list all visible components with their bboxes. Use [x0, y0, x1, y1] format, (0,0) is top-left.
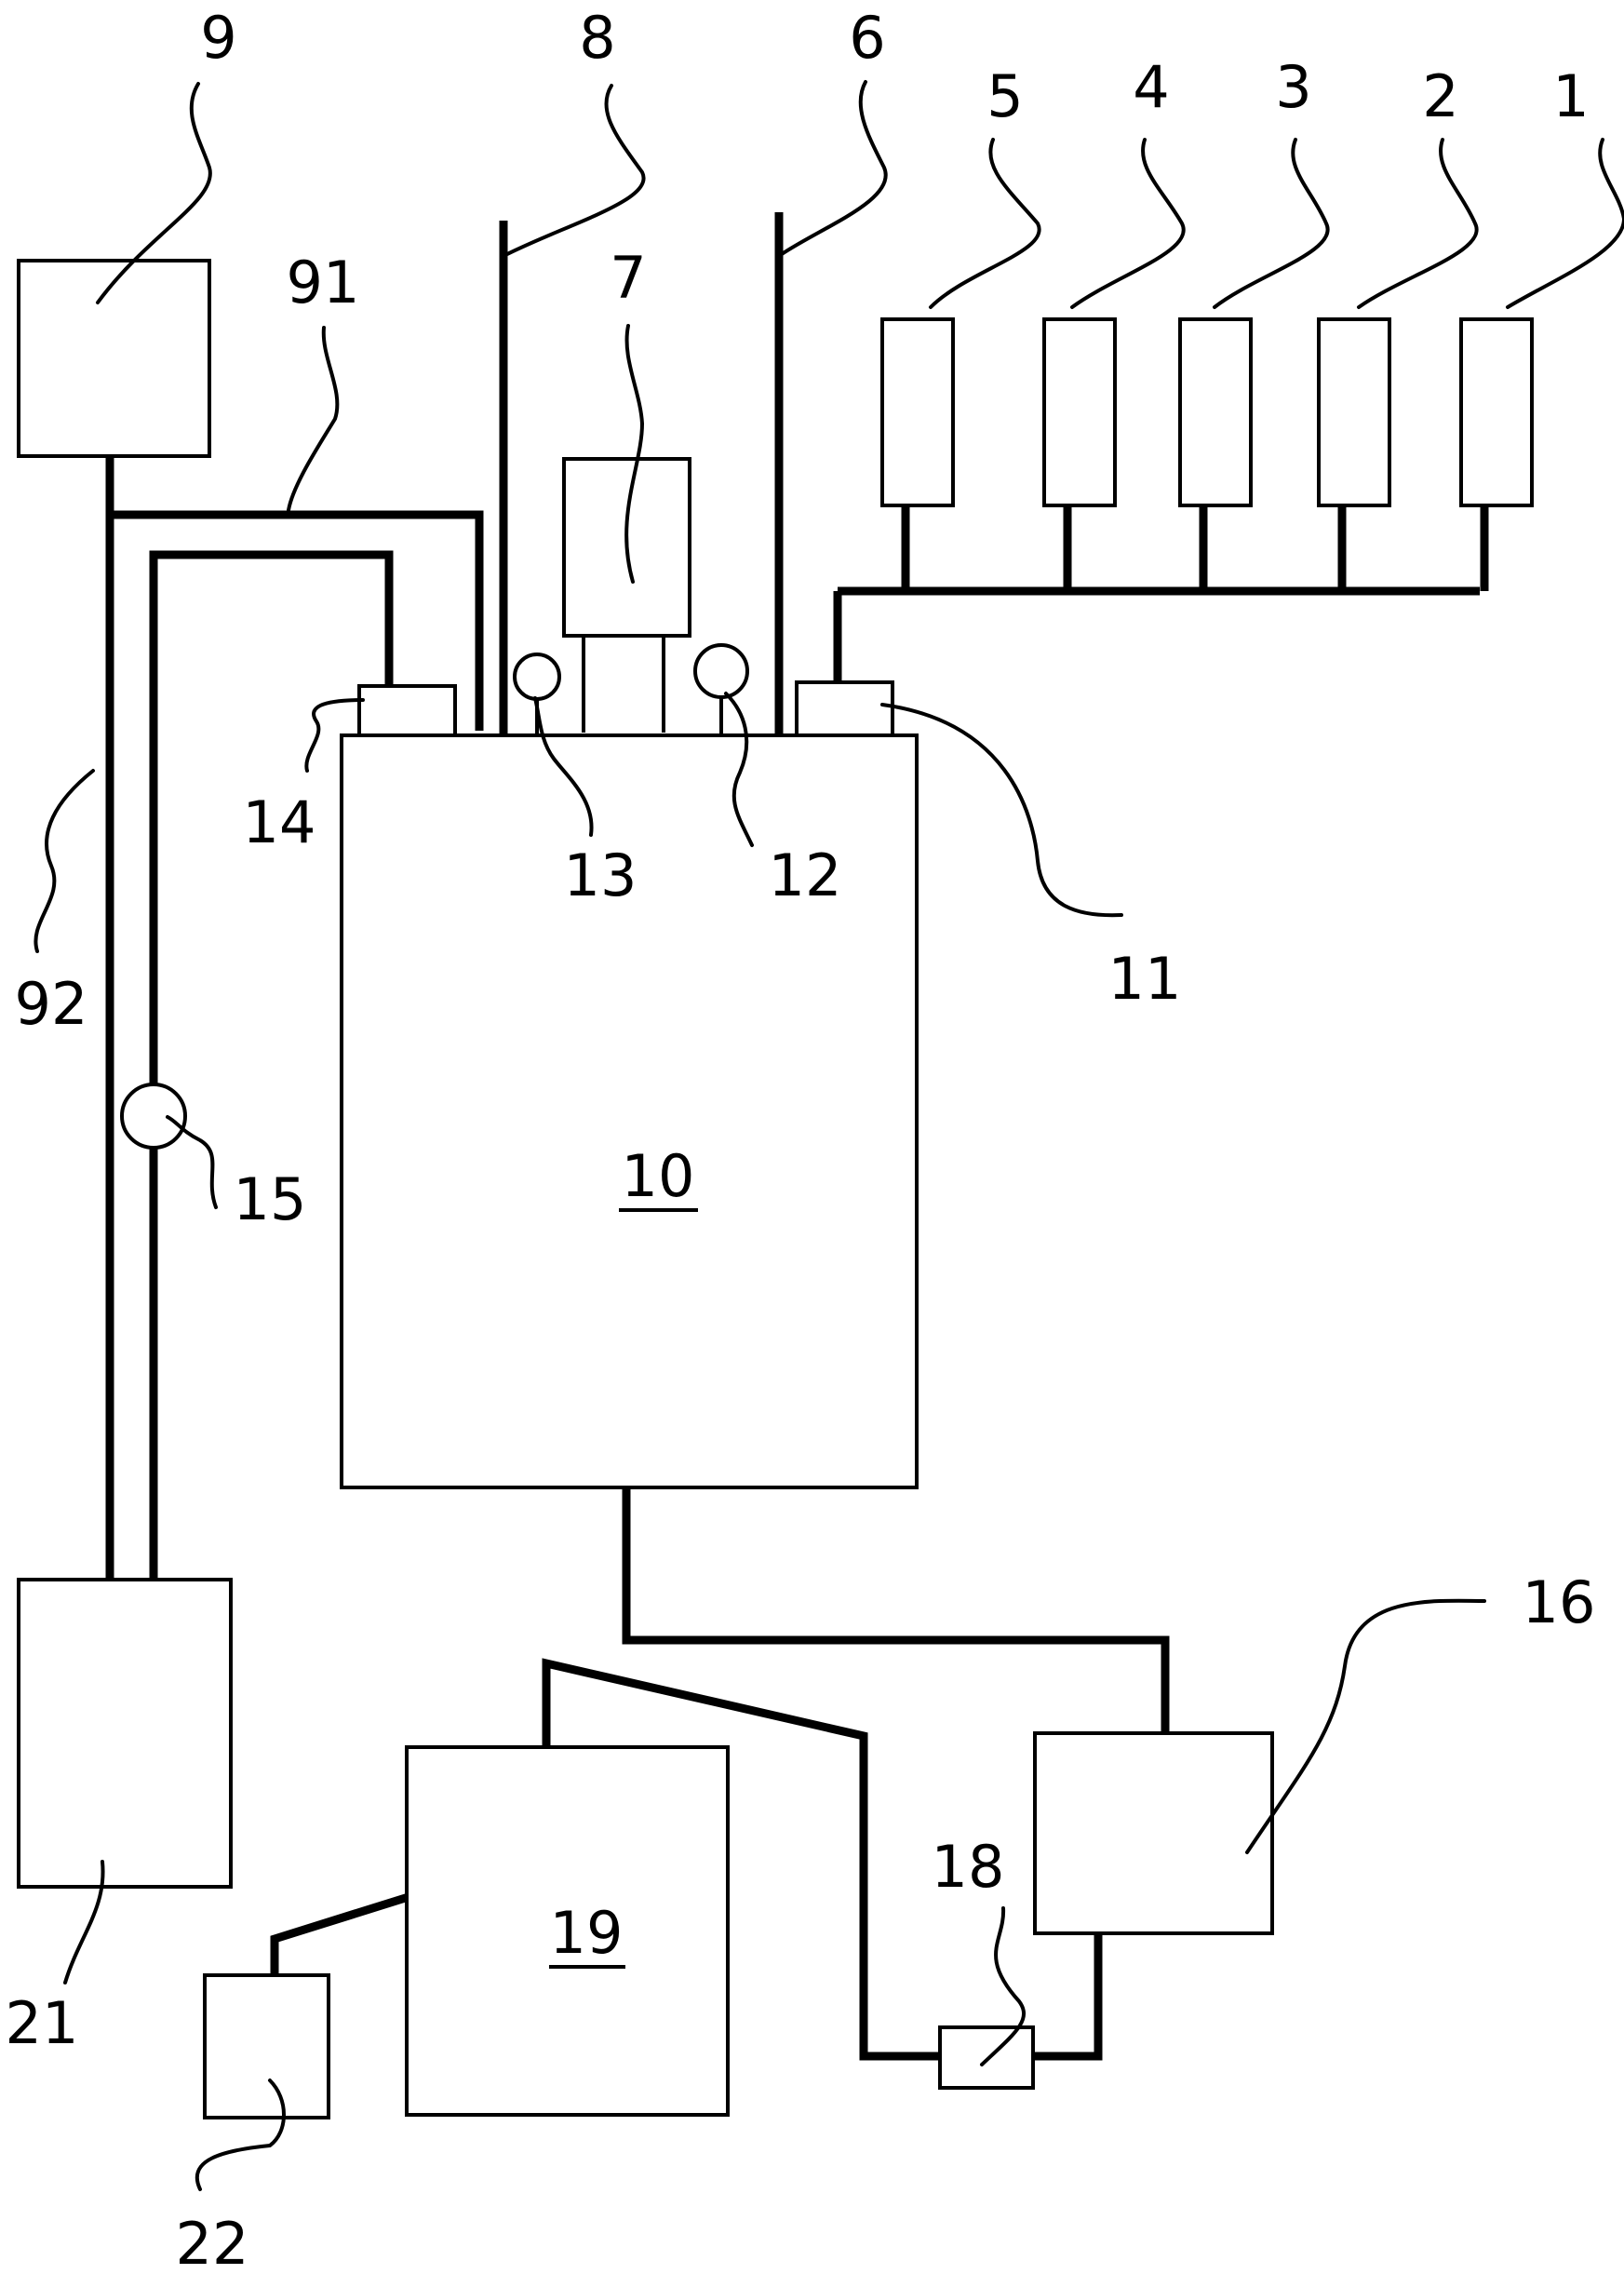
label-4: 4: [1133, 53, 1169, 121]
leader-6: [777, 80, 888, 258]
leader-13: [533, 696, 594, 837]
port-14: [357, 684, 457, 737]
label-13: 13: [564, 841, 638, 909]
return-pipe: [149, 550, 394, 1084]
label-1: 1: [1552, 62, 1589, 130]
label-91: 91: [287, 249, 360, 316]
label-12: 12: [769, 841, 842, 909]
leader-22: [195, 2079, 286, 2191]
component-5: [880, 317, 955, 507]
label-14: 14: [243, 788, 316, 856]
component-18: [938, 2025, 1035, 2090]
port-11: [795, 680, 894, 737]
label-7: 7: [610, 244, 646, 312]
label-9: 9: [200, 4, 236, 72]
component-19: [405, 1745, 730, 2117]
leader-7: [624, 324, 645, 584]
pipe-16-to-18: [1033, 1933, 1103, 2061]
leader-91: [287, 326, 340, 512]
leader-1: [1506, 138, 1624, 309]
component-21: [17, 1578, 233, 1889]
leader-21: [63, 1860, 105, 1985]
label-22: 22: [176, 2210, 249, 2274]
component-9: [17, 259, 211, 458]
component-7-legs: [582, 636, 665, 733]
label-8: 8: [579, 4, 615, 72]
pump-15: [120, 1083, 187, 1150]
manifold-pipe: [833, 586, 1480, 999]
pipe-91: [110, 510, 484, 731]
leader-16: [1245, 1598, 1486, 1854]
label-15: 15: [234, 1165, 307, 1233]
leader-18: [980, 1906, 1026, 2066]
component-2: [1317, 317, 1391, 507]
leader-5: [929, 138, 1041, 309]
pipe-19-to-22: [270, 1891, 413, 1975]
leader-92: [34, 769, 95, 953]
component-1: [1459, 317, 1534, 507]
label-2: 2: [1422, 62, 1458, 130]
label-19: 19: [550, 1899, 624, 1967]
pipe-18-to-19: [542, 1658, 940, 2061]
tank-10: [340, 733, 919, 1489]
gauge-12: [693, 643, 749, 699]
leader-3: [1213, 138, 1330, 309]
component-4: [1042, 317, 1117, 507]
label-16: 16: [1523, 1568, 1596, 1636]
label-5: 5: [986, 62, 1023, 130]
label-21: 21: [6, 1989, 79, 2057]
label-11: 11: [1108, 945, 1182, 1013]
label-92: 92: [15, 970, 88, 1038]
component-22: [203, 1973, 330, 2119]
leader-14: [304, 698, 365, 773]
component-3: [1178, 317, 1253, 507]
gauge-13: [513, 653, 561, 701]
pipe-tank-to-16: [622, 1487, 1170, 1733]
leader-11: [880, 703, 1123, 918]
leader-2: [1357, 138, 1479, 309]
leader-12: [724, 692, 754, 847]
component-16: [1033, 1731, 1274, 1935]
label-3: 3: [1275, 53, 1311, 121]
label-10: 10: [622, 1142, 695, 1210]
label-18: 18: [932, 1833, 1005, 1901]
leader-4: [1070, 138, 1186, 309]
leader-9: [96, 82, 212, 304]
leader-8: [502, 84, 646, 258]
label-6: 6: [849, 4, 885, 72]
leader-15: [166, 1115, 218, 1209]
